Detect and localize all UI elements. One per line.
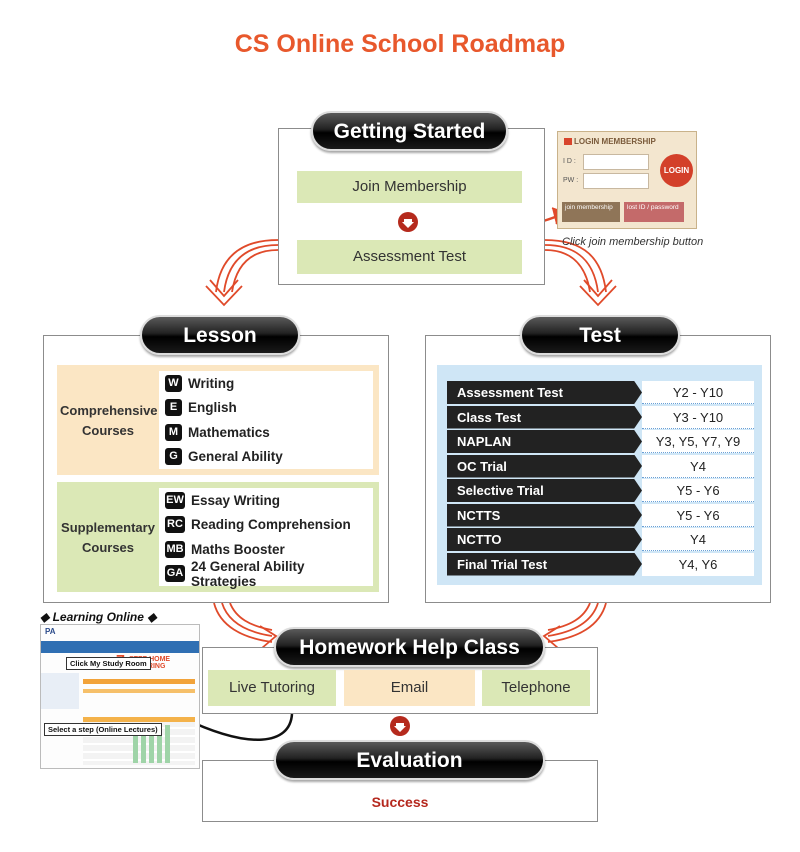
course-badge: EW [165,491,185,509]
table-header [83,717,195,722]
arrow-to-lesson [205,239,279,307]
arrow-to-learning-online [182,713,294,741]
comprehensive-label: Comprehensive Courses [60,403,158,438]
sidebar-strip [41,673,79,709]
arrow-lesson-to-homework [213,602,278,649]
lesson-pill: Lesson [140,315,300,355]
assessment-test-step[interactable]: Assessment Test [297,240,522,274]
option-live-tutoring[interactable]: Live Tutoring [208,670,336,706]
course-badge: E [165,399,182,417]
down-arrow-icon [390,716,410,736]
login-header: LOGIN MEMBERSHIP [564,137,656,146]
learning-online-header: ◆ Learning Online ◆ [40,610,157,624]
evaluation-pill: Evaluation [274,740,545,780]
course-badge: G [165,448,182,466]
getting-started-pill: Getting Started [311,111,508,151]
lost-password-link[interactable]: lost ID / password [624,202,684,222]
play-icon [564,138,572,146]
login-caption: Click join membership button [562,236,704,248]
id-input[interactable] [583,154,649,170]
brand-logo: PA [45,627,56,636]
nav-bar [41,641,199,653]
login-button[interactable]: LOGIN [660,154,693,187]
id-label: I D : [563,158,576,165]
pw-label: PW : [563,177,579,184]
pw-input[interactable] [583,173,649,189]
course-badge: GA [165,565,185,583]
down-arrow-icon [398,212,418,232]
orange-progress-bar [83,689,195,693]
arrow-to-test [544,239,617,307]
course-badge: M [165,423,182,441]
course-badge: MB [165,540,185,558]
login-widget: LOGIN MEMBERSHIP I D : PW : LOGIN join m… [557,131,697,229]
test-pill: Test [520,315,680,355]
arrow-test-to-homework [542,602,607,649]
evaluation-result: Success [371,794,429,810]
join-membership-step[interactable]: Join Membership [297,171,522,203]
learning-online-screenshot: PA 7 STEP HOME TUTORING [40,624,200,769]
join-membership-link[interactable]: join membership [562,202,620,222]
option-telephone[interactable]: Telephone [482,670,590,706]
course-badge: RC [165,516,185,534]
course-badge: W [165,374,182,392]
option-email[interactable]: Email [344,670,475,706]
callout-select-step: Select a step (Online Lectures) [44,723,162,736]
callout-my-study-room: Click My Study Room [66,657,151,670]
supplementary-label: Supplementary Courses [61,520,155,555]
page-title: CS Online School Roadmap [234,30,566,58]
orange-progress-bar [83,679,195,684]
homework-pill: Homework Help Class [274,627,545,667]
